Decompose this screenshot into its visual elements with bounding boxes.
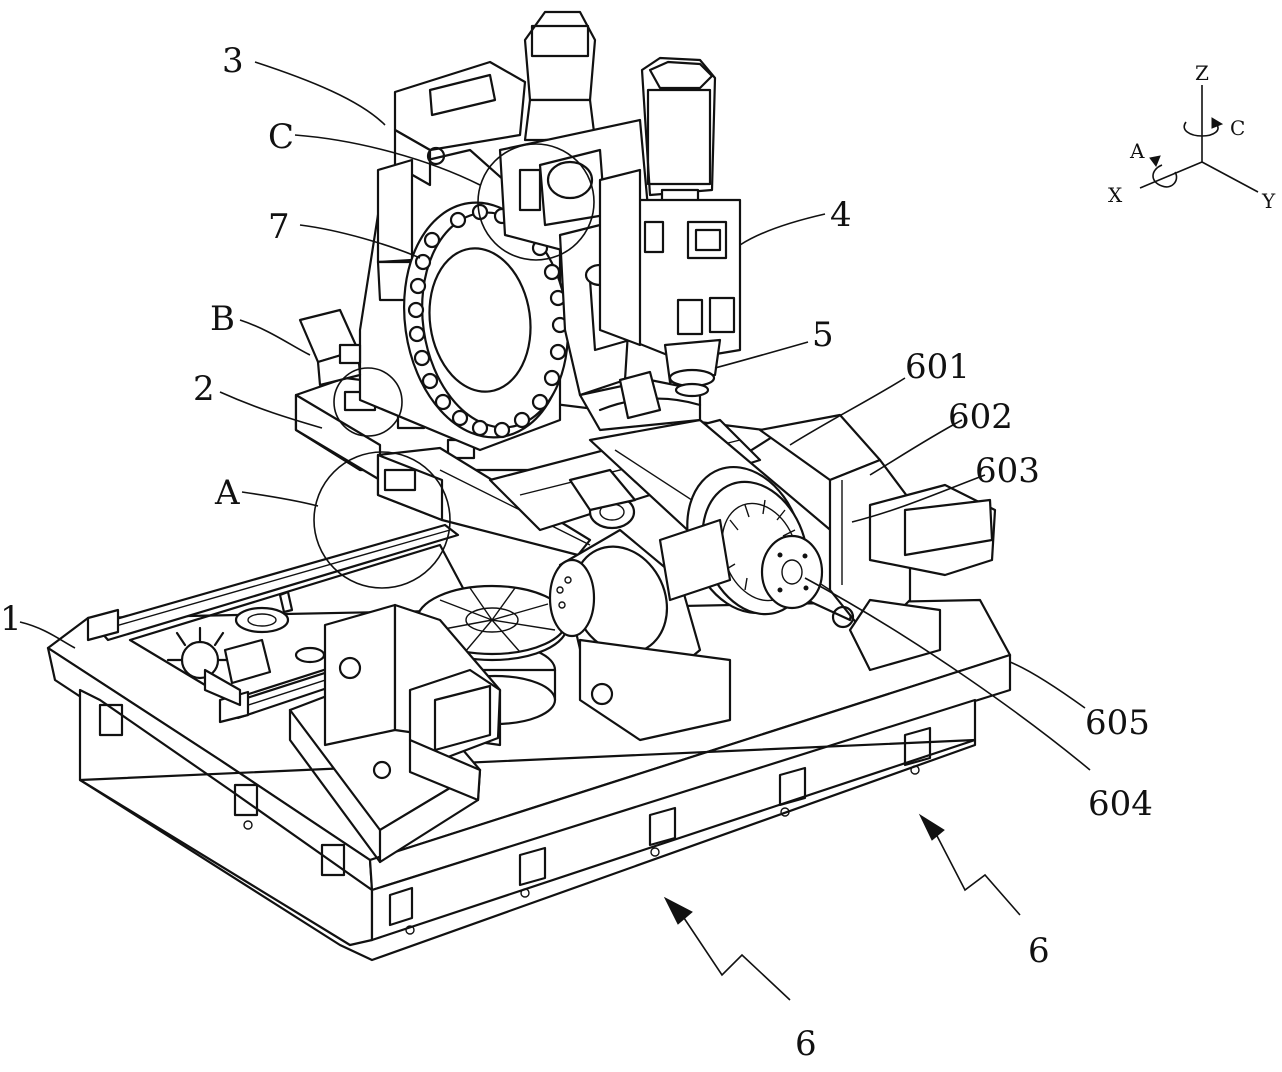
- axis-label-x: X: [1108, 183, 1123, 207]
- axis-label-z: Z: [1195, 61, 1209, 85]
- callout-7: 7: [268, 207, 290, 247]
- view-arrows: [665, 815, 1020, 1000]
- callout-601: 601: [905, 347, 970, 387]
- callout-5: 5: [812, 315, 834, 355]
- callout-605: 605: [1085, 703, 1150, 743]
- axis-label-a: A: [1129, 139, 1145, 163]
- callout-4: 4: [830, 195, 852, 235]
- callout-c: C: [268, 117, 294, 157]
- axis-label-y: Y: [1261, 189, 1276, 213]
- axis-label-c: C: [1230, 116, 1245, 140]
- y-axis-motor: [300, 310, 360, 385]
- callout-604: 604: [1088, 784, 1153, 824]
- callout-1: 1: [0, 599, 22, 639]
- callout-603: 603: [975, 451, 1040, 491]
- callout-602: 602: [948, 397, 1013, 437]
- callout-a: A: [214, 473, 240, 513]
- callout-3: 3: [222, 41, 244, 81]
- callout-6-right: 6: [1028, 931, 1050, 971]
- callout-6-bottom: 6: [795, 1024, 817, 1064]
- axis-labels: Z C A X Y: [1108, 61, 1276, 213]
- callout-2: 2: [193, 369, 215, 409]
- callout-b: B: [210, 299, 235, 339]
